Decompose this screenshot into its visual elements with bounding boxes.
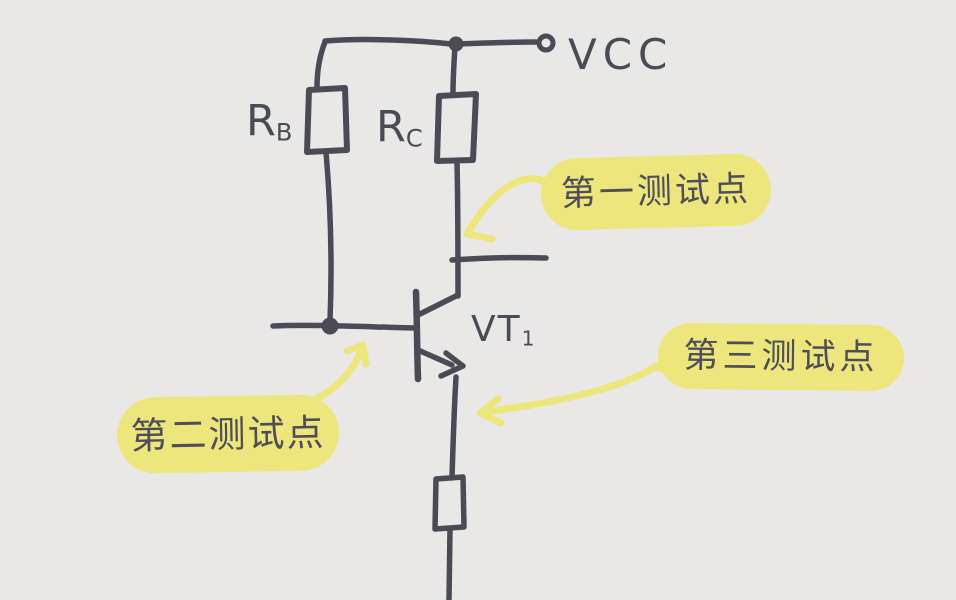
rb-label-subscript: B: [275, 118, 293, 147]
vcc-label-text: VCC: [568, 30, 674, 79]
transistor-emitter-lead: [415, 347, 455, 368]
collector-output-tick: [449, 254, 549, 263]
resistor-rb-body: [304, 85, 350, 155]
resistor-re-body: [432, 474, 467, 532]
resistor-rc-body: [434, 91, 479, 164]
vcc-label: VCC: [568, 34, 673, 76]
test-point-3-text: 第三测试点: [683, 335, 879, 378]
resistor-rc-label: RC: [376, 106, 423, 153]
test-point-2-text: 第二测试点: [130, 410, 326, 458]
transistor-collector-lead: [415, 292, 461, 318]
emitter-wire: [449, 374, 459, 481]
vt1-label-base: VT: [471, 309, 522, 350]
test-point-1-text: 第一测试点: [560, 169, 752, 214]
bottom-wire: [446, 526, 453, 600]
circuit-ink-strokes: [270, 33, 556, 600]
resistor-rb-label: RB: [246, 100, 293, 147]
rc-top-wire: [450, 43, 458, 96]
transistor-vt1-label: VT1: [471, 312, 534, 349]
test-point-1-bubble: 第一测试点: [540, 153, 772, 231]
rb-label-base: R: [246, 96, 276, 146]
rb-top-wire: [314, 39, 328, 91]
test-point-3-arrow: [482, 354, 672, 416]
top-rail-wire: [322, 36, 454, 47]
test-point-1-arrow: [467, 175, 555, 232]
base-junction-dot: [321, 317, 339, 335]
top-rail-junction-dot: [448, 36, 464, 52]
vcc-terminal-icon: [536, 33, 556, 53]
emitter-arrowhead-icon: [438, 350, 466, 379]
test-point-2-bubble: 第二测试点: [116, 394, 340, 474]
test-point-3-bubble: 第三测试点: [657, 322, 905, 392]
junction-dots: [321, 36, 464, 335]
vt1-label-subscript: 1: [521, 326, 535, 351]
test-point-1-arrowhead-icon: [463, 208, 496, 243]
test-point-3-arrowhead-icon: [476, 395, 505, 427]
rc-label-base: R: [376, 102, 406, 152]
base-wire: [270, 322, 417, 331]
rc-label-subscript: C: [405, 124, 423, 153]
collector-wire: [454, 159, 461, 299]
transistor-base-bar: [412, 288, 422, 383]
rb-to-base-wire: [323, 149, 334, 324]
rail-to-vcc-terminal-wire: [453, 39, 539, 47]
test-point-2-arrowhead-icon: [343, 341, 370, 368]
